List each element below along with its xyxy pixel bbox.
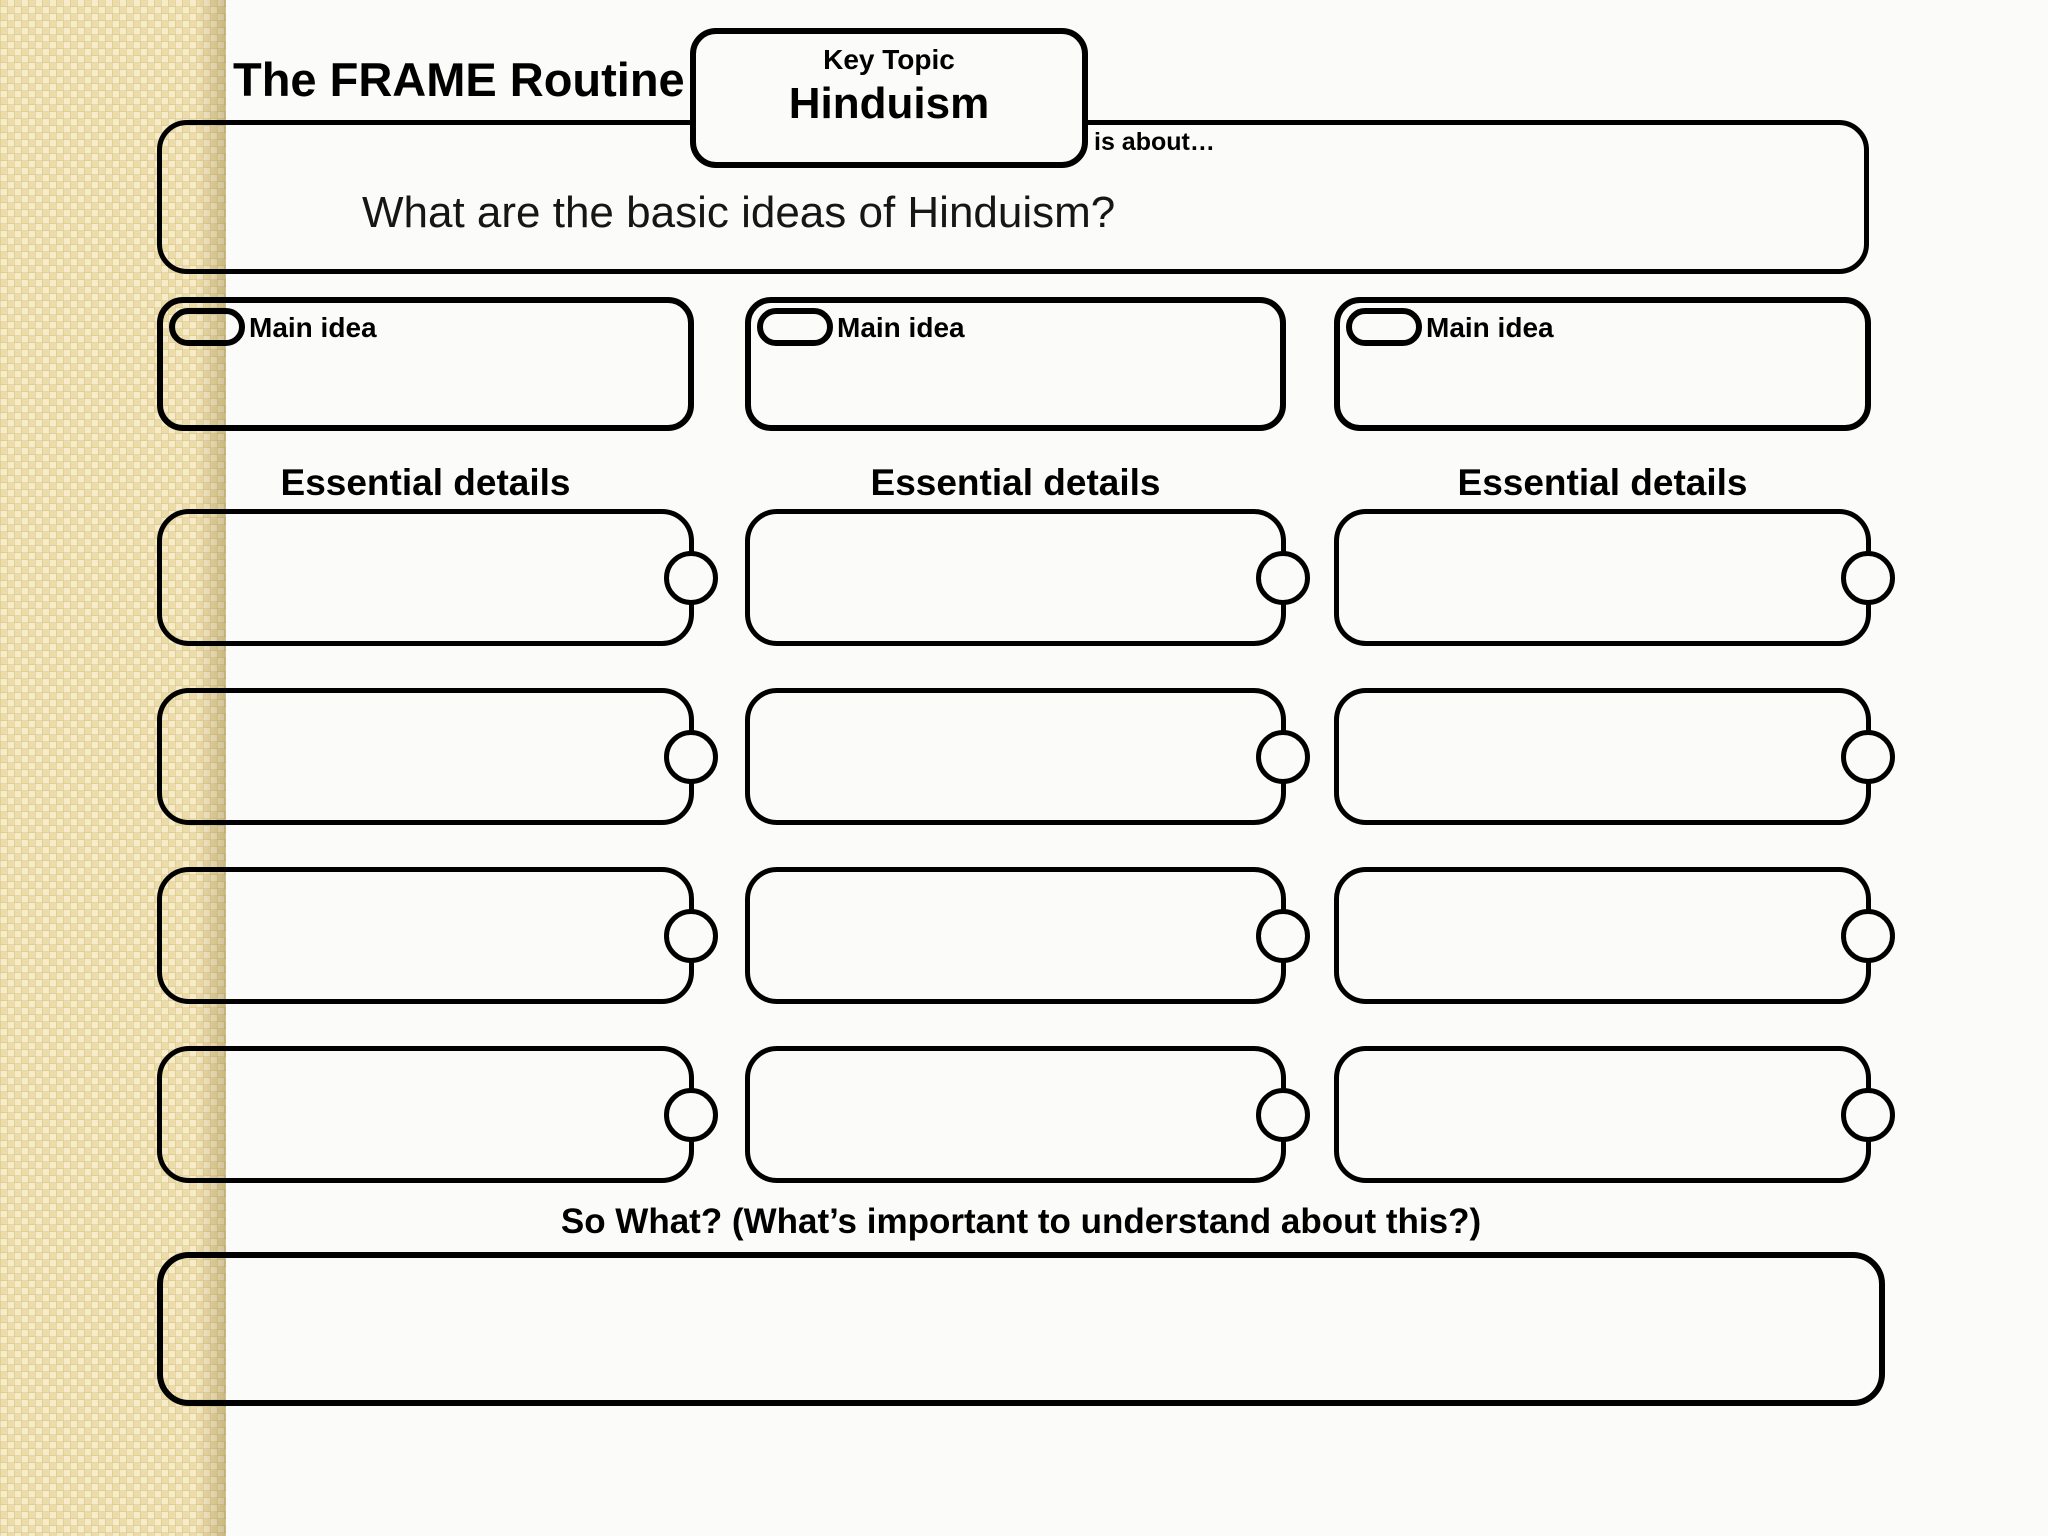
connector-circle-icon: [1841, 1087, 1895, 1142]
essential-details-header-2: Essential details: [870, 462, 1161, 503]
detail-box-1-4[interactable]: [157, 1046, 718, 1183]
detail-box-1-2[interactable]: [157, 688, 718, 825]
main-idea-box-3[interactable]: Main idea: [1334, 297, 1871, 431]
connector-circle-icon: [1256, 550, 1310, 605]
detail-box-1-1[interactable]: [157, 509, 718, 646]
connector-circle-icon: [1256, 1087, 1310, 1142]
main-idea-bullet-oval-icon: [757, 308, 833, 346]
left-texture-stripe: [0, 0, 226, 1536]
connector-circle-icon: [1841, 908, 1895, 963]
detail-box-3-3[interactable]: [1334, 867, 1895, 1004]
key-topic-label: Key Topic: [823, 44, 955, 75]
connector-circle-icon: [664, 550, 718, 605]
main-idea-label: Main idea: [249, 312, 377, 343]
connector-circle-icon: [1841, 729, 1895, 784]
detail-box-3-1[interactable]: [1334, 509, 1895, 646]
main-idea-box-1[interactable]: Main idea: [157, 297, 694, 431]
page-title: The FRAME Routine: [233, 53, 685, 106]
so-what-header: So What? (What’s important to understand…: [560, 1202, 1482, 1241]
essential-details-header-1: Essential details: [280, 462, 571, 503]
connector-circle-icon: [1256, 729, 1310, 784]
so-what-box[interactable]: [157, 1252, 1885, 1406]
key-topic-value: Hinduism: [788, 79, 990, 128]
connector-circle-icon: [664, 908, 718, 963]
main-idea-label: Main idea: [837, 312, 965, 343]
detail-box-2-3[interactable]: [745, 867, 1310, 1004]
connector-circle-icon: [1841, 550, 1895, 605]
detail-box-1-3[interactable]: [157, 867, 718, 1004]
main-idea-bullet-oval-icon: [169, 308, 245, 346]
detail-box-3-4[interactable]: [1334, 1046, 1895, 1183]
question-text: What are the basic ideas of Hinduism?: [362, 188, 1116, 237]
connector-circle-icon: [664, 729, 718, 784]
detail-box-3-2[interactable]: [1334, 688, 1895, 825]
main-idea-label: Main idea: [1426, 312, 1554, 343]
detail-box-2-2[interactable]: [745, 688, 1310, 825]
is-about-label: is about…: [1094, 128, 1215, 156]
main-idea-bullet-oval-icon: [1346, 308, 1422, 346]
main-idea-box-2[interactable]: Main idea: [745, 297, 1286, 431]
essential-details-header-3: Essential details: [1457, 462, 1748, 503]
connector-circle-icon: [664, 1087, 718, 1142]
detail-box-2-4[interactable]: [745, 1046, 1310, 1183]
connector-circle-icon: [1256, 908, 1310, 963]
detail-box-2-1[interactable]: [745, 509, 1310, 646]
key-topic-box[interactable]: Key Topic Hinduism: [690, 28, 1088, 168]
